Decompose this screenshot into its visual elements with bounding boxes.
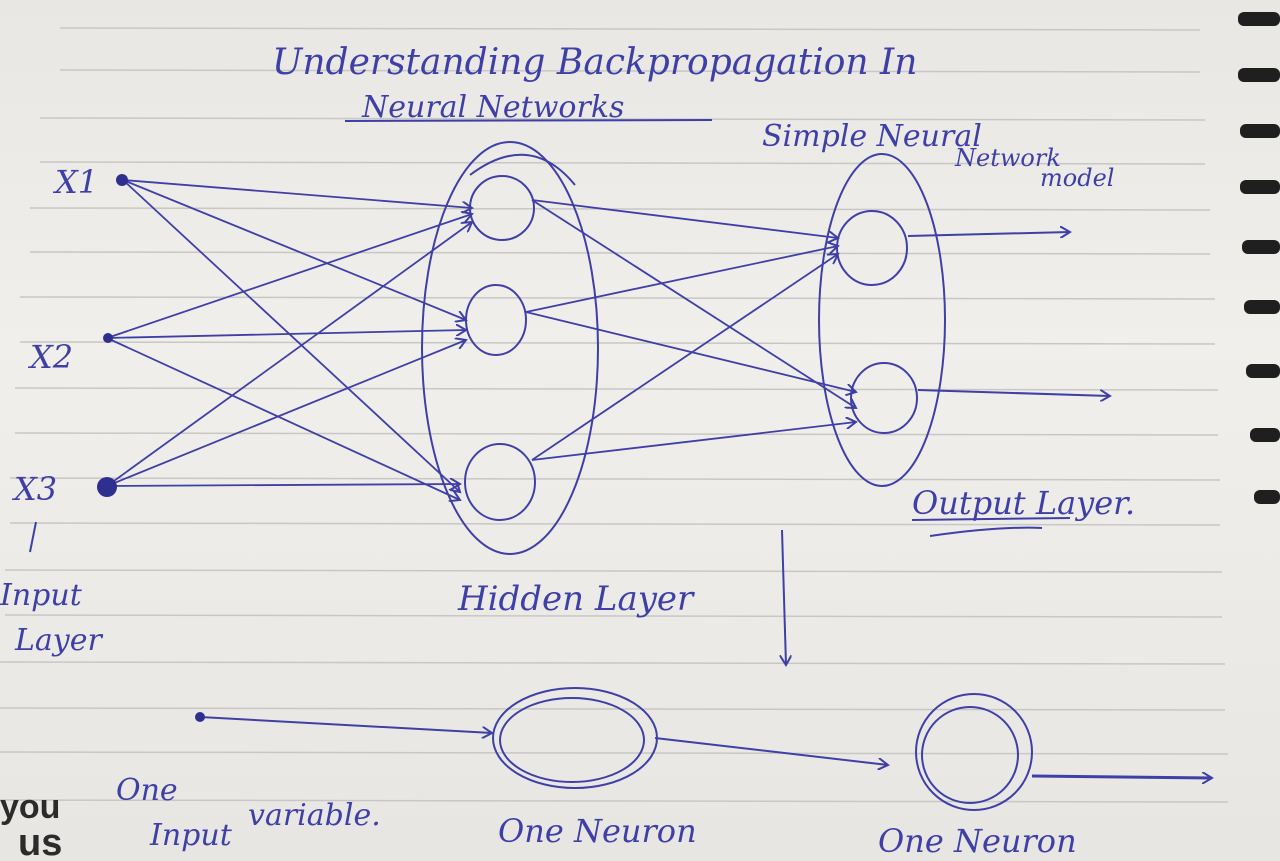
title-line-2: Neural Networks (361, 90, 624, 125)
input-variable-label-2: Input (149, 818, 233, 853)
input-label-x3: X3 (11, 470, 57, 508)
input-variable-label-3: variable. (248, 798, 381, 833)
single-neuron-diagram (199, 687, 1212, 811)
hidden-neuron-2 (465, 284, 527, 356)
input-label-x1: X1 (52, 163, 98, 201)
input-node-x3 (97, 477, 117, 497)
output-neuron-1 (836, 210, 908, 286)
input-label-x2: X2 (27, 338, 73, 376)
hidden-neuron-1 (469, 175, 535, 241)
neuron-link-arrow (654, 737, 888, 765)
input-tick-mark (29, 521, 37, 553)
ruled-lines (0, 27, 1229, 803)
output-layer-label: Output Layer. (912, 484, 1135, 522)
single-neuron-1-outer (492, 687, 658, 789)
output-arrow-2 (917, 389, 1110, 396)
hidden-layer-boundary (421, 141, 599, 555)
single-input-node (195, 712, 205, 722)
hidden-layer-label: Hidden Layer (457, 579, 695, 619)
down-arrow (782, 529, 786, 665)
input-node-x1 (116, 174, 128, 186)
input-node-x2 (103, 333, 113, 343)
output-layer (782, 153, 1110, 665)
output-neuron-2 (850, 362, 918, 434)
title-line-1: Understanding Backpropagation In (272, 42, 917, 83)
caption-line-3: model (1040, 164, 1114, 192)
single-input-arrow (199, 716, 492, 733)
title-underline (344, 119, 713, 122)
brand-logo-line-2: us (18, 822, 62, 861)
brand-logo: you us (0, 788, 62, 861)
caption-line-2: Network (954, 144, 1061, 172)
single-neuron-2-inner (921, 706, 1019, 804)
input-variable-label-1: One (116, 773, 178, 808)
final-output-arrow (1031, 776, 1212, 778)
spiral-binding (1238, 12, 1280, 504)
output-layer-boundary (818, 153, 946, 487)
hidden-neuron-3 (464, 443, 536, 521)
output-underline-1 (911, 517, 1071, 521)
input-layer-label-1: Input (0, 578, 83, 613)
input-hidden-connections (106, 179, 472, 500)
output-underline-2 (929, 526, 1043, 537)
input-nodes (97, 174, 128, 497)
single-neuron-1-inner (499, 697, 645, 783)
brand-logo-line-1: you (0, 788, 60, 826)
caption-line-1: Simple Neural (762, 119, 982, 154)
single-neuron-2-outer (915, 693, 1033, 811)
output-arrow-1 (907, 232, 1070, 236)
neuron-1-label: One Neuron (498, 812, 697, 850)
hidden-output-connections (525, 199, 856, 461)
neuron-2-label: One Neuron (878, 822, 1077, 860)
hidden-layer (421, 141, 599, 555)
hidden-layer-loop (469, 153, 576, 186)
input-layer-label-2: Layer (14, 623, 104, 658)
